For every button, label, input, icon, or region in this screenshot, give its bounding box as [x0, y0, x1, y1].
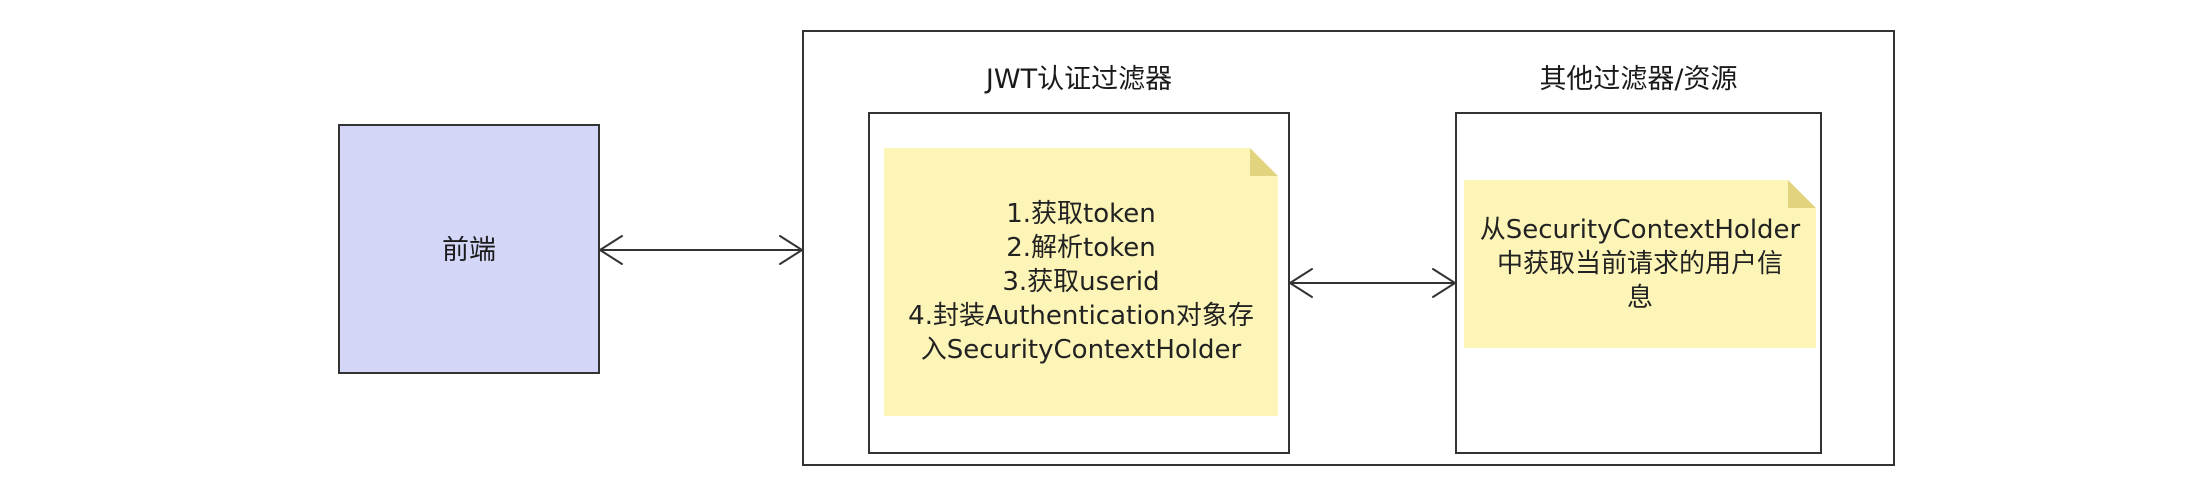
other-filters-title: 其他过滤器/资源	[1539, 64, 1738, 95]
note-fold-corner	[1250, 148, 1278, 176]
note-line: 息	[1626, 283, 1653, 313]
other-filters-text: 从SecurityContextHolder 中获取当前请求的用户信 息	[1480, 213, 1801, 315]
jwt-step: 2.解析token	[1006, 233, 1156, 263]
note-fold-corner	[1788, 180, 1816, 208]
other-filters-note: 从SecurityContextHolder 中获取当前请求的用户信 息	[1464, 180, 1816, 348]
jwt-step: 4.封装Authentication对象存	[908, 301, 1254, 331]
frontend-box	[338, 124, 600, 374]
jwt-steps-note: 1.获取token 2.解析token 3.获取userid 4.封装Authe…	[884, 148, 1278, 416]
jwt-step: 3.获取userid	[1002, 267, 1160, 297]
jwt-steps-text: 1.获取token 2.解析token 3.获取userid 4.封装Authe…	[908, 197, 1254, 367]
frontend-label: 前端	[442, 235, 496, 266]
frontend-to-server-arrow	[599, 235, 803, 265]
jwt-to-other-filters-arrow	[1289, 268, 1456, 298]
jwt-step: 1.获取token	[1006, 199, 1156, 229]
note-line: 从SecurityContextHolder	[1479, 215, 1801, 245]
note-line: 中获取当前请求的用户信	[1496, 249, 1783, 279]
jwt-filter-title: JWT认证过滤器	[985, 64, 1173, 95]
jwt-step: 入SecurityContextHolder	[920, 335, 1242, 365]
